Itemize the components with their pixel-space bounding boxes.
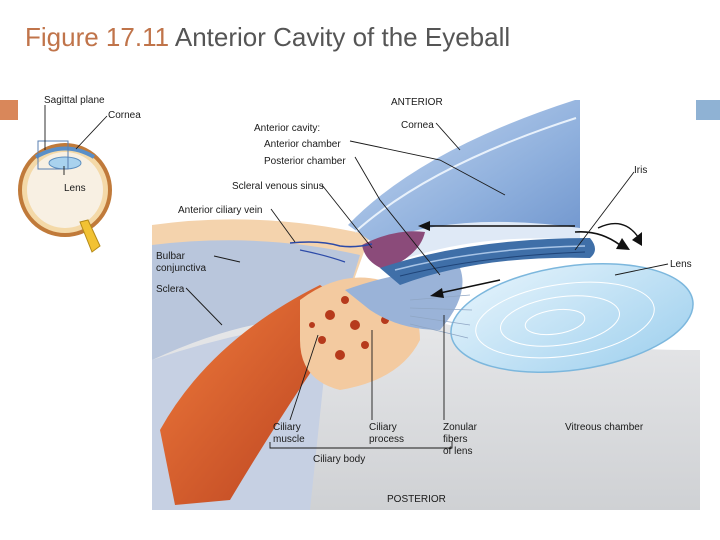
label-sclera: Sclera <box>156 284 185 295</box>
left-accent-square <box>0 100 18 120</box>
label-posterior-chamber: Posterior chamber <box>264 156 346 167</box>
label-bulbar-1: Bulbar <box>156 251 186 262</box>
inset-eye <box>18 105 112 253</box>
inset-lens-label: Lens <box>64 183 86 194</box>
label-zonular-3: of lens <box>443 446 472 457</box>
label-lens: Lens <box>670 259 692 270</box>
label-scleral-venous-sinus: Scleral venous sinus <box>232 181 324 192</box>
ciliary-process-shape <box>345 268 463 330</box>
label-ciliary-process-2: process <box>369 434 404 445</box>
label-ciliary-process-1: Ciliary <box>369 422 397 433</box>
lens-shape <box>450 263 694 373</box>
label-vitreous-chamber: Vitreous chamber <box>565 422 644 433</box>
inset-lens <box>48 156 82 170</box>
venous-sinus-shape <box>362 231 425 270</box>
label-anterior-ciliary-vein: Anterior ciliary vein <box>178 205 262 216</box>
cornea-shape <box>348 100 580 255</box>
figure-number: Figure 17.11 <box>25 22 170 52</box>
figure-title: Figure 17.11 Anterior Cavity of the Eyeb… <box>25 22 510 53</box>
label-ciliary-body: Ciliary body <box>313 454 365 465</box>
label-anterior-chamber: Anterior chamber <box>264 139 341 150</box>
zonular-fibers-shape <box>409 294 473 339</box>
leader-lines <box>185 122 669 449</box>
inset-sagittal-label: Sagittal plane <box>44 95 105 106</box>
label-anterior: ANTERIOR <box>391 97 443 108</box>
inset-eye-interior <box>27 152 103 228</box>
inset-optic-nerve <box>79 219 101 253</box>
inset-cornea <box>34 146 96 159</box>
label-ciliary-muscle-2: muscle <box>273 434 305 445</box>
label-ciliary-muscle-1: Ciliary <box>273 422 301 433</box>
right-accent-square <box>696 100 720 120</box>
label-posterior: POSTERIOR <box>387 494 446 505</box>
inset-sagittal-box <box>37 140 69 170</box>
label-iris: Iris <box>634 165 647 176</box>
label-bulbar-2: conjunctiva <box>156 263 206 274</box>
label-zonular-1: Zonular <box>443 422 478 433</box>
inset-cornea-label: Cornea <box>108 110 141 121</box>
ciliary-muscle-shape <box>160 285 341 505</box>
iris-shape <box>380 238 595 285</box>
label-anterior-cavity: Anterior cavity: <box>254 123 320 134</box>
main-section <box>152 100 700 510</box>
sclera-band <box>152 240 360 360</box>
label-zonular-2: fibers <box>443 434 467 445</box>
label-cornea: Cornea <box>401 120 434 131</box>
figure-title-text: Anterior Cavity of the Eyeball <box>174 22 511 52</box>
inset-cornea-leader <box>75 115 108 150</box>
